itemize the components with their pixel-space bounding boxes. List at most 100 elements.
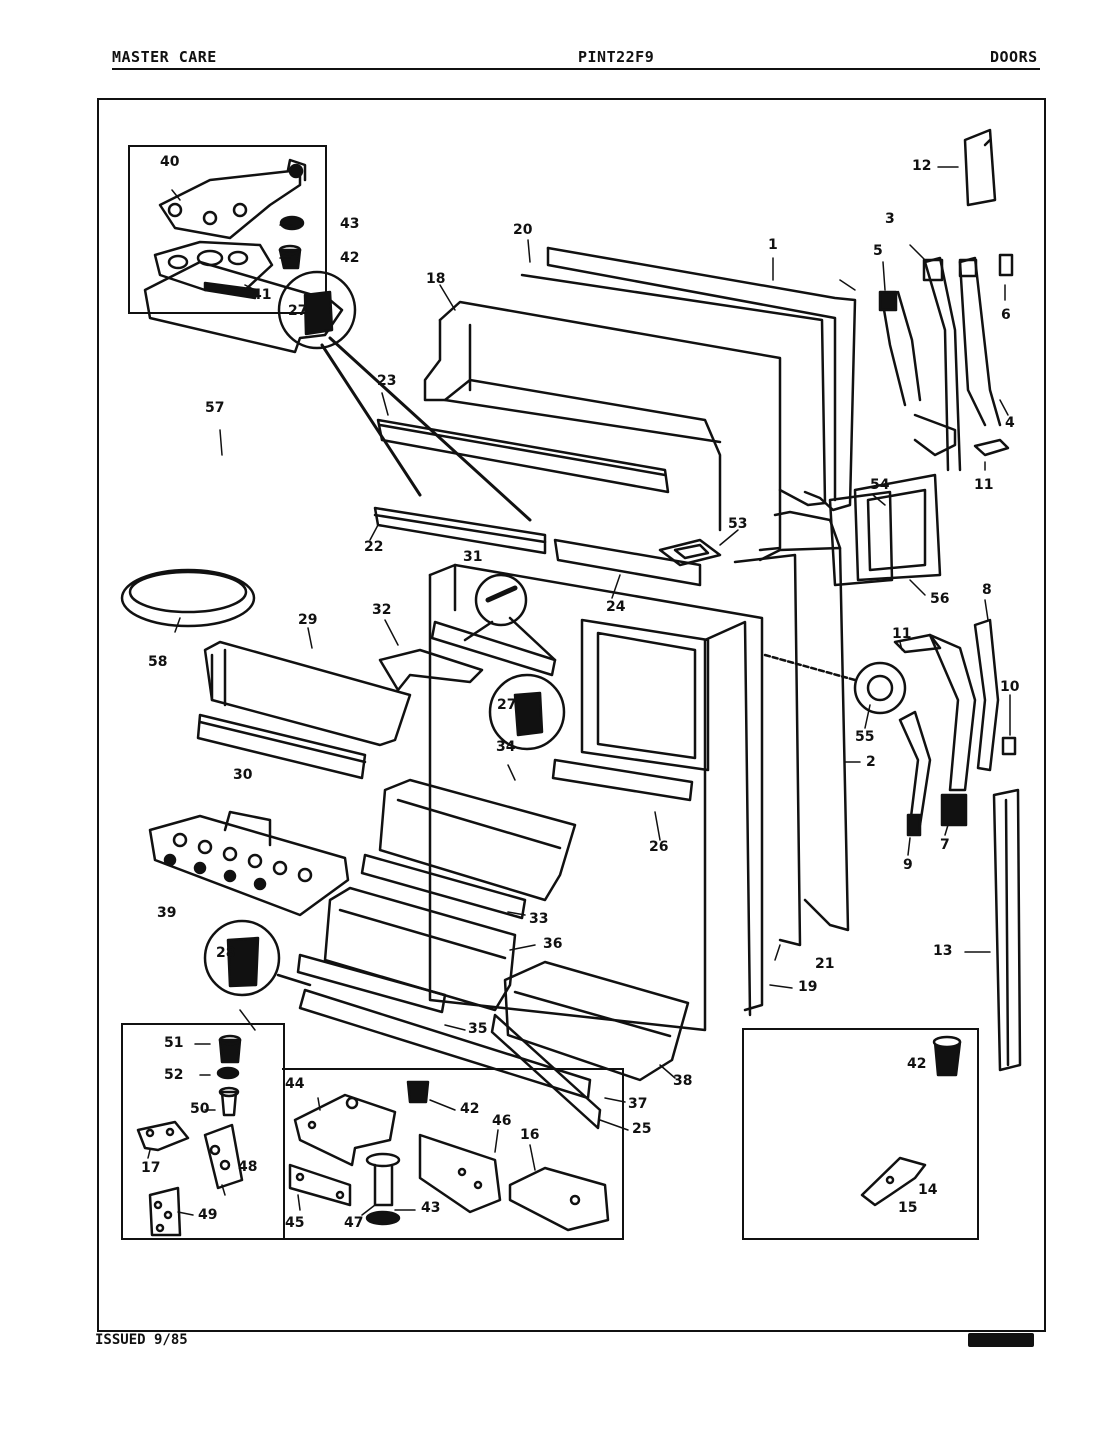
bar-35 bbox=[296, 953, 447, 1014]
callout-4: 4 bbox=[1005, 415, 1015, 431]
knob-51 bbox=[218, 1034, 242, 1064]
knob-55 bbox=[763, 653, 907, 715]
bracket-48 bbox=[203, 1123, 244, 1190]
callout-8: 8 bbox=[982, 582, 992, 598]
callout-32: 32 bbox=[372, 602, 392, 618]
callout-52: 52 bbox=[164, 1067, 184, 1083]
pivot-47-43 bbox=[365, 1152, 401, 1226]
callout-27-mid: 27 bbox=[497, 697, 517, 713]
callout-27-top: 27 bbox=[288, 303, 308, 319]
callout-19: 19 bbox=[798, 979, 818, 995]
hinge-cover-12 bbox=[963, 128, 997, 207]
callout-37: 37 bbox=[628, 1096, 648, 1112]
callout-13: 13 bbox=[933, 943, 953, 959]
bracket-17 bbox=[136, 1120, 190, 1152]
inset-top-hinge bbox=[128, 145, 327, 314]
callout-41: 41 bbox=[252, 287, 272, 303]
header-rule bbox=[112, 68, 1040, 70]
header-section: DOORS bbox=[990, 48, 1038, 66]
callout-14: 14 bbox=[918, 1182, 938, 1198]
callout-10: 10 bbox=[1000, 679, 1020, 695]
callout-18: 18 bbox=[426, 271, 446, 287]
callout-leaders bbox=[147, 166, 1011, 1216]
callout-51: 51 bbox=[164, 1035, 184, 1051]
callout-50: 50 bbox=[190, 1101, 210, 1117]
bowl-58 bbox=[120, 568, 256, 628]
header-model-brand: MASTER CARE bbox=[112, 48, 217, 66]
callout-36: 36 bbox=[543, 936, 563, 952]
callout-39: 39 bbox=[157, 905, 177, 921]
bar-30 bbox=[196, 713, 367, 780]
washer-part bbox=[279, 215, 305, 231]
hinge-strap-7 bbox=[928, 633, 977, 827]
hinge-strap-3 bbox=[922, 256, 962, 472]
hinge-strap-9 bbox=[898, 710, 932, 837]
brand-logo bbox=[968, 1333, 1034, 1347]
hinge-strap-4 bbox=[958, 256, 1002, 427]
callout-29: 29 bbox=[298, 612, 318, 628]
callout-40: 40 bbox=[160, 154, 180, 170]
callout-15: 15 bbox=[898, 1200, 918, 1216]
bar-31 bbox=[430, 620, 557, 677]
freezer-shelf-bar-22 bbox=[373, 506, 547, 555]
callout-58: 58 bbox=[148, 654, 168, 670]
callout-35: 35 bbox=[468, 1021, 488, 1037]
callout-48: 48 bbox=[238, 1159, 258, 1175]
callout-6: 6 bbox=[1001, 307, 1011, 323]
callout-54: 54 bbox=[870, 477, 890, 493]
callout-56: 56 bbox=[930, 591, 950, 607]
callout-1: 1 bbox=[768, 237, 778, 253]
clip-10 bbox=[1001, 736, 1017, 756]
ice-tray-cover-57 bbox=[143, 260, 344, 354]
callout-49: 49 bbox=[198, 1207, 218, 1223]
callout-47: 47 bbox=[344, 1215, 364, 1231]
callout-9: 9 bbox=[903, 857, 913, 873]
hinge-strap-8 bbox=[973, 618, 1000, 772]
freezer-door-outer bbox=[520, 246, 857, 512]
callout-31: 31 bbox=[463, 549, 483, 565]
callout-3: 3 bbox=[885, 211, 895, 227]
freezer-door-liner bbox=[423, 300, 782, 552]
plate-16 bbox=[508, 1166, 610, 1232]
ice-bucket-53 bbox=[658, 538, 722, 567]
callout-25: 25 bbox=[632, 1121, 652, 1137]
plate-49 bbox=[148, 1186, 182, 1237]
bushing-42-right bbox=[932, 1035, 962, 1077]
callout-11-top: 11 bbox=[974, 477, 994, 493]
door-shelf-38 bbox=[503, 960, 690, 1082]
callout-23: 23 bbox=[377, 373, 397, 389]
trim-strip-13 bbox=[992, 788, 1022, 1072]
callout-30: 30 bbox=[233, 767, 253, 783]
callout-45: 45 bbox=[285, 1215, 305, 1231]
bushing-42 bbox=[406, 1080, 430, 1104]
hinge-plate-44 bbox=[293, 1093, 397, 1167]
callout-42-top: 42 bbox=[340, 250, 360, 266]
callout-43-top: 43 bbox=[340, 216, 360, 232]
bar-26 bbox=[551, 758, 694, 802]
detail-circle-27-mid bbox=[488, 673, 566, 751]
door-shelf-34 bbox=[378, 778, 577, 902]
inset-bottom-parts bbox=[742, 1028, 979, 1240]
callout-16: 16 bbox=[520, 1127, 540, 1143]
callout-53: 53 bbox=[728, 516, 748, 532]
top-hinge-part bbox=[158, 158, 307, 240]
callout-21: 21 bbox=[815, 956, 835, 972]
plate-11-top bbox=[973, 438, 1010, 457]
callout-46: 46 bbox=[492, 1113, 512, 1129]
plate-46 bbox=[418, 1133, 502, 1214]
callout-33: 33 bbox=[529, 911, 549, 927]
header-model-number: PINT22F9 bbox=[578, 48, 655, 66]
fresh-food-door-outer bbox=[733, 510, 850, 947]
callout-2: 2 bbox=[866, 754, 876, 770]
door-shelf-36 bbox=[323, 886, 517, 1012]
callout-42-right: 42 bbox=[907, 1056, 927, 1072]
callout-20: 20 bbox=[513, 222, 533, 238]
bushing-part bbox=[278, 244, 302, 270]
fresh-food-door-liner bbox=[428, 563, 764, 1032]
detail-circle-27-top bbox=[277, 270, 357, 350]
detail-circle-31 bbox=[474, 573, 528, 627]
detail-circle-28 bbox=[203, 919, 281, 997]
callout-17: 17 bbox=[141, 1160, 161, 1176]
callout-38: 38 bbox=[673, 1073, 693, 1089]
